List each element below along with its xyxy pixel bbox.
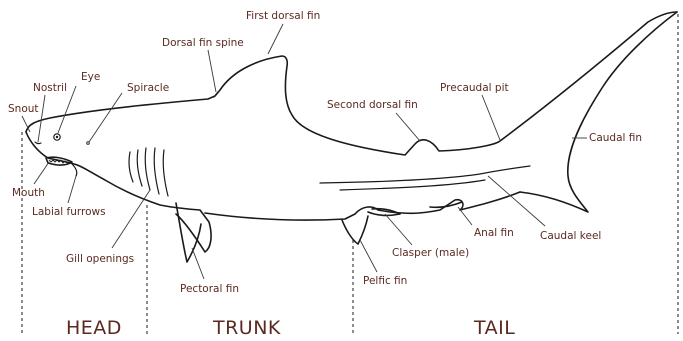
label-nostril: Nostril [33, 82, 67, 94]
leader-first-dorsal-fin [268, 24, 283, 54]
section-dividers [22, 14, 678, 334]
belly-outline [205, 192, 520, 220]
section-tail: TAIL [473, 317, 515, 339]
leader-pelvic-fin [360, 240, 377, 272]
nostril-mark [35, 142, 41, 144]
leader-lines [22, 24, 587, 279]
label-precaudal-pit: Precaudal pit [440, 82, 509, 94]
lateral-line [320, 166, 530, 183]
gill-slits [129, 148, 168, 196]
leader-spiracle [89, 93, 122, 142]
dorsal-spine-mark [214, 92, 218, 97]
shark-dorsal-outline [26, 12, 677, 155]
anal-fin-outline [430, 202, 462, 207]
shark-illustration [26, 12, 677, 262]
label-snout: Snout [8, 103, 39, 115]
label-labial-furrows: Labial furrows [32, 206, 106, 218]
leader-pectoral-fin [192, 248, 204, 279]
pelvic-fin-outline [342, 216, 368, 244]
part-labels: First dorsal fin Dorsal fin spine Nostri… [8, 10, 642, 295]
shark-ventral-outline [26, 132, 211, 252]
section-trunk: TRUNK [212, 317, 281, 339]
label-spiracle: Spiracle [127, 82, 169, 94]
spiracle-dot [87, 142, 90, 145]
label-gill-openings: Gill openings [66, 253, 134, 265]
section-titles: HEAD TRUNK TAIL [66, 317, 515, 339]
leader-labial-furrows [68, 176, 76, 203]
clasper-outline [368, 209, 400, 216]
label-anal-fin: Anal fin [474, 227, 514, 239]
label-dorsal-fin-spine: Dorsal fin spine [162, 37, 244, 49]
label-clasper: Clasper (male) [392, 247, 469, 259]
leader-anal-fin [458, 207, 472, 225]
label-caudal-fin: Caudal fin [589, 132, 642, 144]
leader-clasper [385, 214, 412, 245]
label-caudal-keel: Caudal keel [540, 230, 601, 242]
label-eye: Eye [81, 71, 100, 83]
section-head: HEAD [66, 317, 122, 339]
leader-mouth [34, 162, 49, 184]
label-second-dorsal-fin: Second dorsal fin [327, 99, 418, 111]
leader-precaudal-pit [482, 95, 500, 140]
leader-caudal-keel [488, 176, 545, 226]
leader-second-dorsal-fin [396, 113, 420, 141]
leader-dorsal-fin-spine [208, 50, 216, 92]
leader-gill-openings [112, 190, 150, 248]
label-mouth: Mouth [12, 187, 45, 199]
leader-nostril [38, 95, 45, 142]
label-pelvic-fin: Pelfic fin [363, 275, 407, 287]
caudal-fin-trailing-edge [520, 12, 677, 212]
pectoral-fin-outline [176, 203, 201, 262]
labial-furrow-mark [72, 164, 77, 176]
label-pectoral-fin: Pectoral fin [180, 283, 239, 295]
label-first-dorsal-fin: First dorsal fin [246, 10, 320, 22]
eye-pupil [56, 136, 58, 138]
